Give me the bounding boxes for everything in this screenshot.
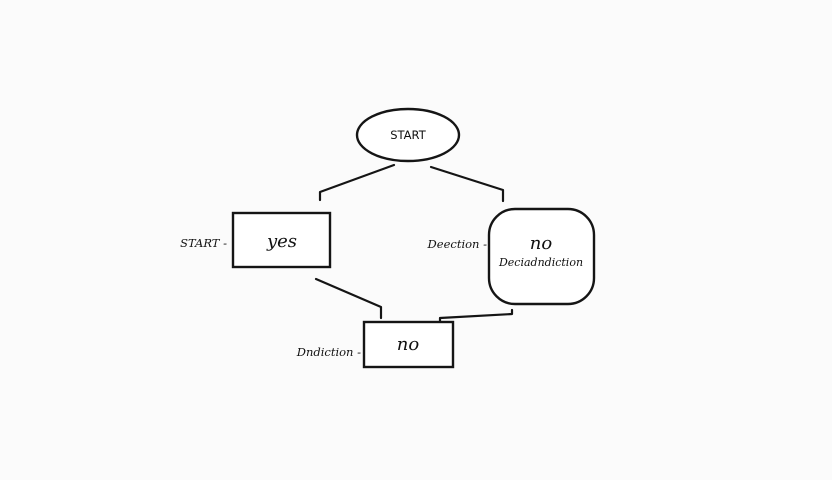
side-label-dndiction: Dndiction -	[296, 345, 361, 359]
no-rounded-node-sublabel: Deciadndiction	[498, 256, 583, 269]
side-label-start: START -	[180, 236, 227, 250]
start-node: START	[355, 107, 461, 163]
no-bottom-rectangle	[362, 320, 455, 369]
yes-node: yes	[231, 211, 332, 269]
no-rounded-rectangle	[487, 207, 596, 306]
start-node-label: START	[390, 128, 426, 142]
connector-start-to-yes	[318, 163, 396, 202]
no-rounded-node: no Deciadndiction	[487, 207, 596, 306]
no-bottom-node: no	[362, 320, 455, 369]
no-bottom-node-label: no	[397, 334, 420, 355]
no-rounded-node-label: no	[530, 233, 553, 254]
side-label-deection: Deection -	[427, 237, 488, 251]
yes-node-label: yes	[266, 231, 297, 252]
connector-start-to-no-rounded	[429, 165, 505, 203]
connector-yes-to-bottom	[314, 277, 383, 320]
yes-rectangle	[231, 211, 332, 269]
start-ellipse	[355, 107, 461, 163]
